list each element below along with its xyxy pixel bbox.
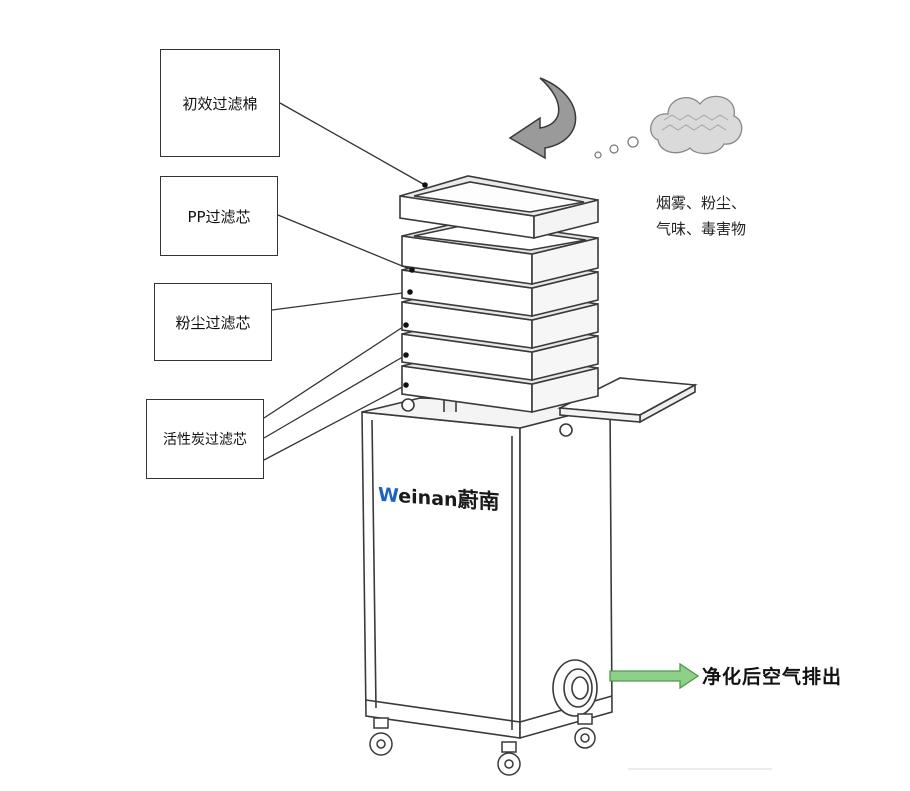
leader-line-carbon-1 [263, 324, 407, 419]
leader-line-dust-filter [271, 291, 411, 311]
leader-line-carbon-3 [263, 384, 407, 461]
brand-initial: W [378, 483, 399, 508]
smoke-bubbles [594, 136, 639, 159]
intake-curved-arrow-icon [508, 77, 577, 160]
leader-lines [263, 102, 426, 461]
caster-back-right [574, 713, 596, 749]
label-carbon-filter: 活性炭过滤芯 [146, 399, 264, 479]
purifier-cabinet [361, 397, 613, 740]
pollutants-line-1: 烟雾、粉尘、 [656, 194, 747, 212]
pollutants-line-2: 气味、毒害物 [656, 220, 747, 238]
label-pp-filter: PP过滤芯 [160, 176, 278, 256]
label-dust-filter: 粉尘过滤芯 [154, 283, 272, 361]
pollutants-text: 烟雾、粉尘、 气味、毒害物 [656, 190, 746, 242]
smoke-cloud-icon [650, 95, 743, 155]
label-pre-filter-cotton: 初效过滤棉 [160, 49, 280, 157]
leader-line-carbon-2 [263, 354, 407, 439]
caster-front-left [369, 717, 393, 756]
caster-front-right [497, 741, 521, 776]
leader-endpoints [403, 182, 428, 388]
casters [369, 713, 596, 776]
filter-cartridge-pp [401, 219, 599, 286]
brand-chinese: 蔚南 [457, 487, 500, 515]
side-shelf [557, 377, 698, 424]
leader-line-pp-filter [277, 214, 413, 271]
outlet-label: 净化后空气排出 [702, 666, 843, 688]
leader-line-pre-filter [279, 102, 426, 186]
filter-cartridge-stack [399, 175, 599, 414]
outlet-arrow-icon [609, 662, 700, 690]
exhaust-outlet [552, 659, 598, 717]
brand-latin-rest: einan [398, 485, 458, 512]
pre-filter-tray [399, 175, 599, 240]
